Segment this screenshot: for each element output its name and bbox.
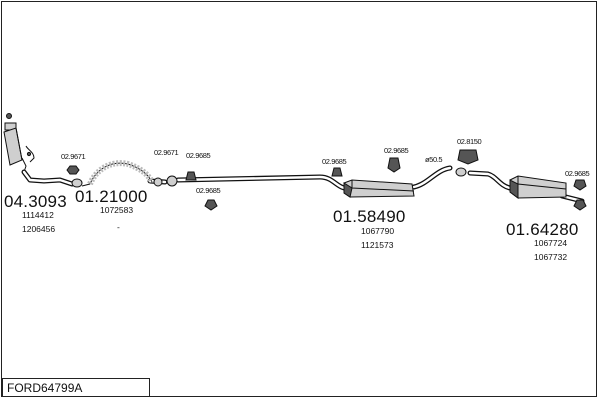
fitting-label-8: 02.9685 (565, 169, 590, 178)
fitting-label-3: 02.9685 (186, 151, 211, 160)
diagram-title: FORD64799A (7, 381, 83, 395)
part-ref-3b: 1121573 (361, 240, 394, 250)
flexible-pipe (81, 160, 155, 187)
rubber-hanger-icon (66, 149, 587, 211)
part-ref-4b: 1067732 (534, 252, 567, 262)
rear-muffler (509, 175, 567, 199)
title-box: FORD64799A (2, 378, 150, 397)
fitting-label-6: 02.9685 (384, 146, 409, 155)
part-ref-3a: 1067790 (361, 226, 394, 236)
part-number-1: 04.3093 (4, 192, 67, 211)
part-ref-1a: 1114412 (22, 210, 54, 220)
fitting-label-5: 02.9685 (322, 157, 347, 166)
part-number-3: 01.58490 (333, 207, 406, 226)
fitting-label-1: 02.9671 (61, 152, 86, 161)
catalytic-converter (3, 113, 27, 173)
fitting-label-2: 02.9671 (154, 148, 179, 157)
pipe-diameter-label: ø50.5 (425, 155, 442, 164)
fitting-label-4: 02.9685 (196, 186, 221, 195)
fitting-label-7: 02.8150 (457, 137, 482, 146)
part-number-4: 01.64280 (506, 220, 579, 239)
centre-muffler (343, 179, 415, 198)
pipe-clamp-icon (71, 167, 467, 188)
part-number-2: 01.21000 (75, 187, 148, 206)
part-ref-1b: 1206456 (22, 224, 55, 234)
part-ref-4a: 1067724 (534, 238, 567, 248)
part-ref-2a: 1072583 (100, 205, 133, 215)
oxygen-sensor-icon (25, 145, 35, 163)
part-ref-2-mark: - (117, 222, 120, 232)
